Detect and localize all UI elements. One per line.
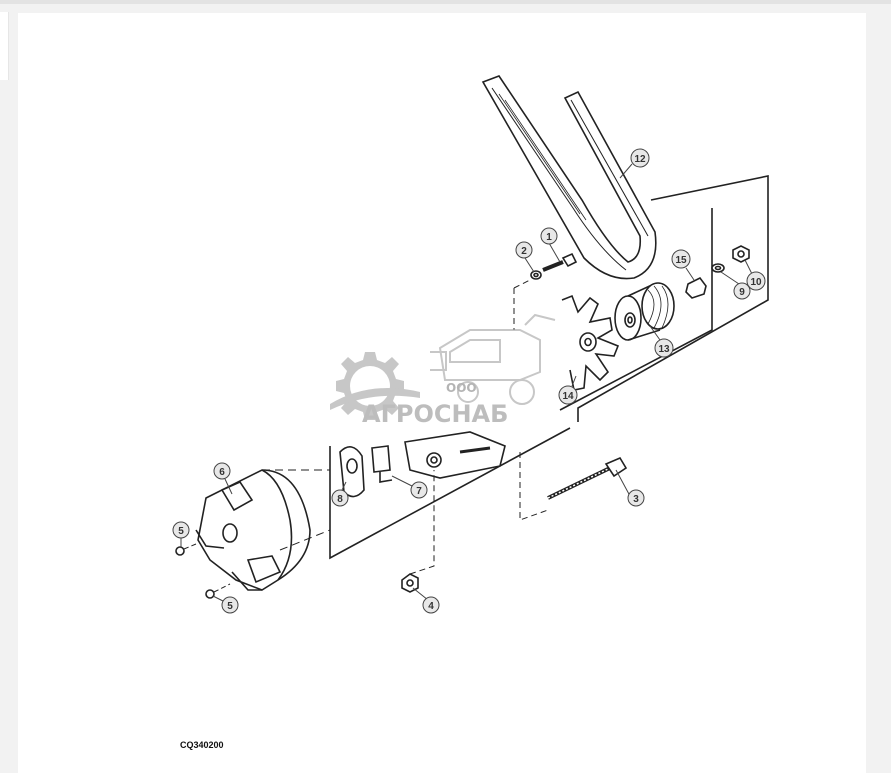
sidebar-edge: [0, 12, 9, 80]
callout-3-label: 3: [633, 494, 639, 505]
callout-6: 6: [213, 462, 233, 495]
figure-code: CQ340200: [180, 740, 224, 750]
callout-1: 1: [540, 227, 561, 263]
callout-5b-label: 5: [227, 601, 233, 612]
callout-10-label: 10: [750, 277, 762, 288]
callout-7: 7: [391, 475, 428, 499]
cover-screws: [175, 543, 231, 599]
pulley-fasteners: [685, 245, 750, 299]
callout-2-label: 2: [521, 246, 527, 257]
alternator-body: [339, 431, 506, 498]
through-bolt: [519, 452, 628, 521]
watermark-prefix: ООО: [446, 381, 477, 395]
callout-9-label: 9: [739, 287, 745, 298]
callout-12-label: 12: [634, 154, 646, 165]
callout-1-label: 1: [546, 232, 552, 243]
callout-8: 8: [331, 481, 349, 507]
watermark-logo: ООО АГРОСНАБ: [330, 313, 556, 428]
drive-belt: [481, 75, 657, 280]
callout-13: 13: [649, 325, 674, 358]
combine-harvester-icon: [430, 313, 556, 405]
gear-icon: [330, 352, 420, 420]
bolt-washer-group: [513, 252, 578, 330]
diagram-sheet: [18, 13, 866, 773]
pulley: [614, 282, 675, 341]
callouts: 1 2 3 4 5 5 6: [172, 148, 766, 614]
callout-10: 10: [744, 259, 766, 291]
callout-8-label: 8: [337, 494, 343, 505]
callout-5a-label: 5: [178, 526, 184, 537]
watermark-brand: АГРОСНАБ: [362, 400, 508, 428]
callout-4-label: 4: [428, 601, 434, 612]
callout-13-label: 13: [658, 344, 670, 355]
lower-nut: [401, 470, 435, 593]
callout-7-label: 7: [416, 486, 422, 497]
housing-cover: [195, 469, 331, 591]
callout-9: 9: [720, 271, 751, 300]
callout-15-label: 15: [675, 255, 687, 266]
callout-14-label: 14: [562, 391, 574, 402]
callout-4: 4: [412, 587, 440, 614]
callout-12: 12: [619, 148, 650, 179]
callout-6-label: 6: [219, 467, 225, 478]
fan: [561, 294, 620, 391]
callout-2: 2: [515, 241, 535, 273]
callout-14: 14: [558, 375, 578, 405]
frame-outline: [329, 175, 769, 560]
callout-5a: 5: [172, 521, 190, 547]
top-bar: [0, 0, 891, 4]
callout-15: 15: [671, 249, 695, 281]
callout-5b: 5: [212, 595, 239, 614]
callout-3: 3: [615, 469, 645, 507]
